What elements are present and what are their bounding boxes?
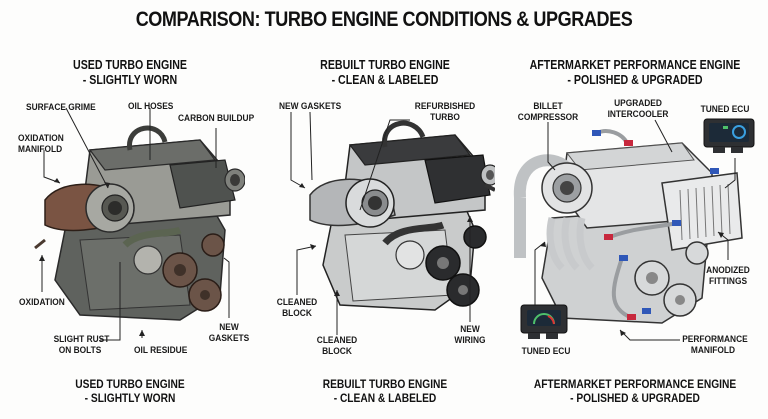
rebuilt-engine-illustration [309, 120, 495, 311]
label-carbon-buildup: CARBON BUILDUP [178, 113, 255, 124]
panel-footer-used: USED TURBO ENGINE - SLIGHTLY WORN [75, 377, 185, 405]
label-performance-manifold: PERFORMANCE MANIFOLD [682, 334, 748, 356]
aftermarket-engine-illustration [513, 129, 743, 324]
label-oxidation: OXIDATION [19, 297, 65, 308]
label-refurbished-turbo: REFURBISHED TURBO [414, 101, 476, 123]
label-anodized-fittings: ANODIZED FITTINGS [706, 265, 750, 287]
panel-heading-aftermarket: AFTERMARKET PERFORMANCE ENGINE - POLISHE… [529, 58, 741, 87]
label-oil-residue: OIL RESIDUE [134, 345, 188, 356]
panel-footer-aftermarket: AFTERMARKET PERFORMANCE ENGINE - POLISHE… [533, 377, 737, 405]
diagram-title: COMPARISON: TURBO ENGINE CONDITIONS & UP… [135, 8, 633, 31]
label-tuned-ecu-bottom: TUNED ECU [521, 346, 571, 357]
label-new-wiring: NEW WIRING [454, 324, 486, 346]
label-cleaned-block-b: CLEANED BLOCK [316, 335, 358, 357]
label-surface-grime: SURFACE GRIME [26, 102, 96, 113]
label-new-gaskets-rebuilt: NEW GASKETS [279, 101, 342, 112]
label-oxidation-manifold: OXIDATION MANIFOLD [18, 133, 64, 155]
tuned-ecu-bottom-icon [520, 304, 568, 339]
panel-footer-rebuilt: REBUILT TURBO ENGINE - CLEAN & LABELED [322, 377, 448, 405]
label-new-gaskets-used: NEW GASKETS [208, 322, 250, 344]
tuned-ecu-top-icon [703, 118, 755, 153]
label-slight-rust-on-bolts: SLIGHT RUST ON BOLTS [53, 334, 110, 356]
label-upgraded-intercooler: UPGRADED INTERCOOLER [607, 98, 669, 120]
used-engine-illustration [34, 125, 245, 321]
label-oil-hoses: OIL HOSES [128, 101, 174, 112]
panel-heading-rebuilt: REBUILT TURBO ENGINE - CLEAN & LABELED [320, 58, 450, 87]
label-tuned-ecu-top: TUNED ECU [700, 104, 750, 115]
label-billet-compressor: BILLET COMPRESSOR [517, 101, 579, 123]
label-cleaned-block-a: CLEANED BLOCK [276, 297, 318, 319]
panel-heading-used: USED TURBO ENGINE - SLIGHTLY WORN [73, 58, 187, 87]
